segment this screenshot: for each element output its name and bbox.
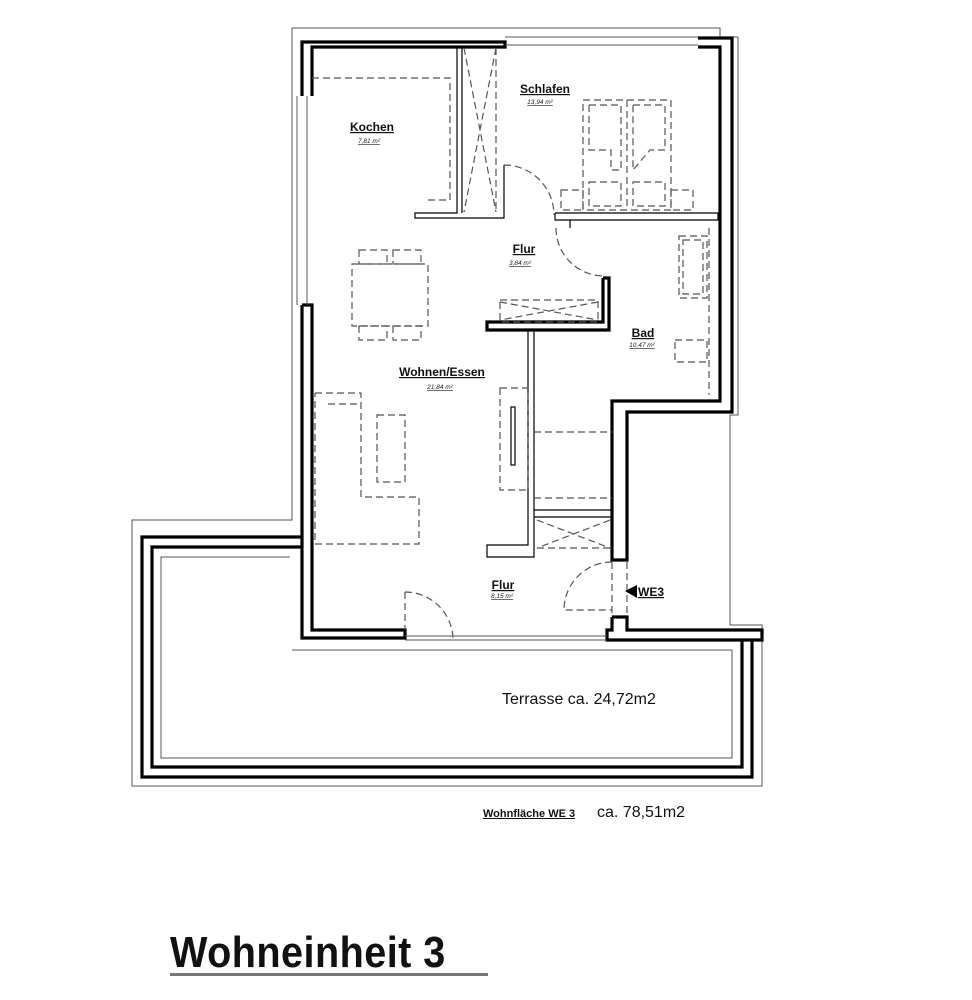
bathtub xyxy=(678,235,708,299)
room-label-bad: Bad xyxy=(632,326,655,340)
entrance-label: WE3 xyxy=(638,585,664,599)
corridor-wall xyxy=(486,330,535,558)
room-area-bad: 10,47 m² xyxy=(629,342,655,349)
l-sofa xyxy=(314,392,420,545)
terrace-outer-wall xyxy=(140,535,754,779)
door-schlafen[interactable] xyxy=(503,164,555,216)
title-underline xyxy=(170,973,488,976)
entry-wall-stub xyxy=(605,615,764,642)
exterior-wall-east xyxy=(610,36,734,562)
exterior-wall-north xyxy=(300,40,507,96)
wardrobe-wall xyxy=(414,47,505,219)
door-entrance[interactable] xyxy=(563,561,613,611)
room-label-flur-lower: Flur xyxy=(492,578,515,592)
terrace-label: Terrasse ca. 24,72m2 xyxy=(502,691,656,708)
door-terrace[interactable] xyxy=(404,591,454,641)
living-area-value: ca. 78,51m2 xyxy=(597,804,686,821)
door-bad[interactable] xyxy=(555,227,605,277)
wardrobe xyxy=(463,47,497,213)
page-title: Wohneinheit 3 xyxy=(170,928,446,977)
room-area-schlafen: 13,94 m² xyxy=(527,99,553,106)
hall-closet xyxy=(536,519,611,549)
room-area-kochen: 7,81 m² xyxy=(358,138,381,145)
flur-cabinet xyxy=(499,299,599,323)
double-bed xyxy=(560,99,694,211)
room-label-wohnen-essen: Wohnen/Essen xyxy=(399,365,485,379)
bedroom-wall xyxy=(554,212,719,221)
room-area-flur-lower: 8,15 m² xyxy=(491,593,514,600)
terrace-inner-wall xyxy=(150,545,744,769)
room-label-flur-upper: Flur xyxy=(513,242,536,256)
room-area-wohnen-essen: 21,84 m² xyxy=(426,384,453,391)
dining-table xyxy=(351,249,429,341)
entrance-arrow-icon xyxy=(625,585,637,598)
exterior-wall-west xyxy=(300,303,407,640)
washbasin xyxy=(674,339,708,363)
outer-outline xyxy=(131,27,763,787)
living-area-label: Wohnfläche WE 3 xyxy=(483,808,576,820)
tv-sideboard xyxy=(499,387,529,491)
terrace-parapet xyxy=(160,556,733,759)
room-label-kochen: Kochen xyxy=(350,120,394,134)
kitchen-counter xyxy=(312,77,451,201)
room-area-flur-upper: 3,84 m² xyxy=(509,260,532,267)
room-label-schlafen: Schlafen xyxy=(520,82,570,96)
flur-wall xyxy=(485,276,611,332)
